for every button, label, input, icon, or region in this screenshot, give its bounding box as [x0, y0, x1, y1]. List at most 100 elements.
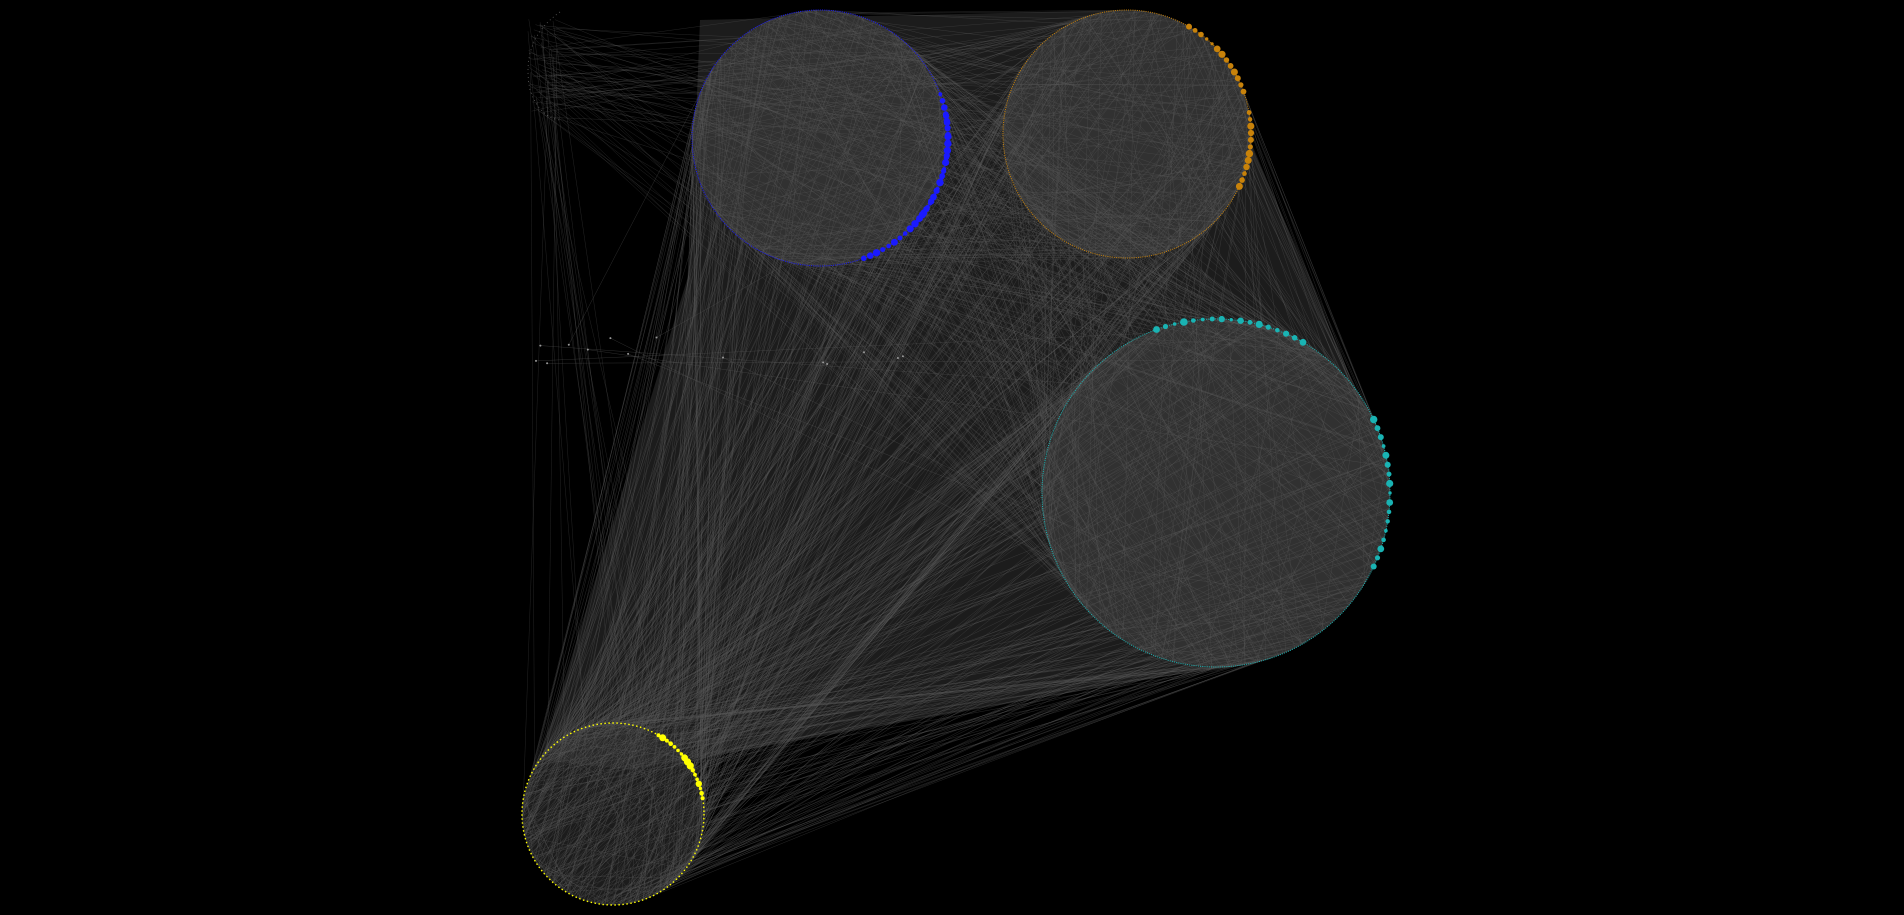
edge — [653, 44, 733, 733]
edge — [544, 250, 760, 755]
edge — [703, 250, 882, 805]
edge — [526, 342, 1129, 845]
edge — [553, 117, 626, 724]
edge — [656, 388, 1356, 895]
edge — [923, 212, 1153, 655]
edge — [771, 256, 1126, 259]
edge — [683, 258, 779, 872]
edge — [521, 731, 652, 817]
edge — [935, 85, 1242, 195]
edge — [1121, 257, 1376, 564]
edge — [1141, 187, 1239, 258]
edge — [1046, 532, 1166, 660]
edge — [1145, 256, 1374, 567]
edge — [1099, 12, 1153, 256]
edge — [1113, 10, 1244, 322]
edge — [562, 327, 1163, 890]
edge — [804, 10, 1345, 611]
edge — [682, 605, 1084, 756]
edge — [569, 104, 697, 894]
edge — [1049, 88, 1243, 443]
edge — [860, 136, 1252, 260]
edge — [678, 10, 834, 752]
edge — [912, 65, 926, 227]
edge — [696, 246, 752, 850]
edge — [1014, 16, 1169, 82]
edge — [1200, 233, 1385, 451]
edge — [813, 9, 1049, 541]
edge — [893, 33, 1385, 449]
edge — [1233, 658, 1271, 667]
edge — [938, 58, 1030, 186]
edge — [789, 262, 1365, 403]
edge — [632, 359, 1105, 726]
edge — [690, 319, 1206, 861]
edge — [1074, 349, 1119, 595]
edge — [534, 107, 1299, 647]
edge — [803, 211, 925, 266]
edge — [524, 17, 864, 837]
edge — [703, 23, 877, 821]
edge — [540, 14, 786, 49]
edge — [552, 20, 657, 735]
edge — [633, 252, 878, 903]
edge — [701, 77, 1018, 833]
edge — [939, 92, 1064, 241]
edge — [702, 111, 946, 189]
edge — [818, 265, 1225, 667]
edge — [575, 214, 1222, 898]
edge — [536, 325, 1168, 766]
edge — [1127, 9, 1391, 492]
edge — [1018, 194, 1354, 387]
edge — [557, 247, 1176, 887]
edge — [662, 413, 1062, 891]
edge — [668, 224, 915, 743]
edge — [528, 66, 707, 198]
edge — [778, 252, 1093, 260]
edge — [711, 22, 876, 70]
edge — [740, 37, 1110, 356]
edge — [827, 9, 920, 58]
edge — [694, 13, 1096, 114]
edge — [556, 146, 693, 743]
edge — [1008, 95, 1384, 541]
edge — [552, 89, 1330, 362]
edge — [529, 133, 1252, 851]
edge — [562, 203, 711, 739]
edge — [806, 265, 1255, 663]
edge — [672, 620, 1099, 884]
edge — [545, 648, 1294, 876]
edge — [739, 237, 1066, 581]
edge — [545, 664, 1188, 876]
node — [866, 252, 874, 259]
edge — [1249, 149, 1324, 630]
edge — [568, 595, 1357, 894]
edge — [915, 52, 1060, 239]
edge — [570, 656, 1158, 734]
edge — [529, 83, 1183, 245]
edge — [771, 19, 1043, 500]
edge — [832, 10, 1329, 626]
node — [1255, 320, 1263, 328]
edge — [640, 513, 1044, 901]
edge — [545, 35, 1052, 99]
edge — [529, 86, 1351, 383]
edge — [1154, 59, 1227, 331]
edge — [852, 13, 1008, 102]
edge — [521, 136, 1252, 811]
edge — [1357, 392, 1365, 584]
edge — [579, 657, 1161, 730]
edge — [563, 50, 914, 891]
edge — [522, 224, 726, 822]
edge — [523, 429, 1379, 833]
edge — [679, 363, 828, 752]
edge — [1049, 17, 1085, 232]
edge — [696, 42, 906, 103]
edge — [692, 666, 1231, 859]
edge — [557, 201, 1024, 743]
edge — [526, 347, 1312, 843]
node — [1227, 63, 1234, 69]
node — [1382, 451, 1390, 459]
